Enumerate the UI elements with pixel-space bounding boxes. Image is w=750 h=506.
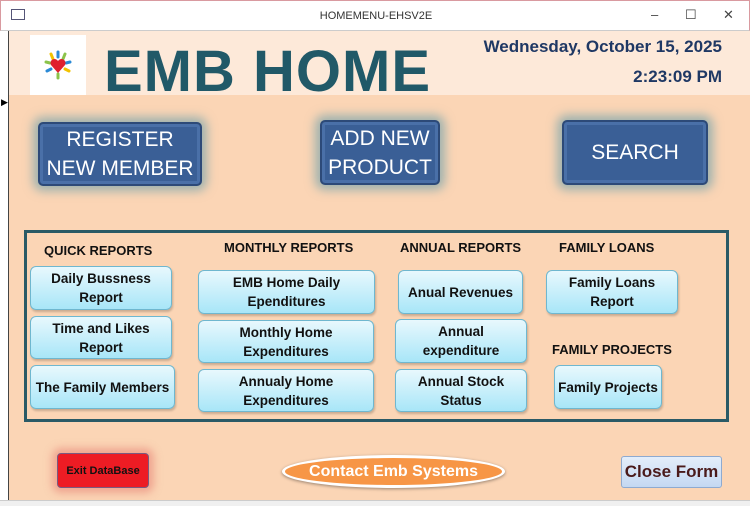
reports-panel — [24, 230, 729, 422]
window-title: HOMEMENU-EHSV2E — [319, 10, 433, 22]
annual-revenues-button[interactable]: Anual Revenues — [398, 270, 523, 314]
form-header — [8, 31, 750, 95]
exit-database-button[interactable]: Exit DataBase — [57, 453, 149, 488]
heart-logo-icon — [44, 50, 72, 80]
title-bar: HOMEMENU-EHSV2E – ☐ ✕ — [0, 0, 750, 31]
register-new-member-button[interactable]: REGISTER NEW MEMBER — [38, 122, 202, 186]
monthly-home-expenditures-button[interactable]: Monthly Home Expenditures — [198, 320, 374, 363]
family-members-button[interactable]: The Family Members — [30, 365, 175, 409]
daily-business-report-button[interactable]: Daily Bussness Report — [30, 266, 172, 310]
time-and-likes-report-button[interactable]: Time and Likes Report — [30, 316, 172, 359]
add-new-product-button[interactable]: ADD NEW PRODUCT — [320, 120, 440, 185]
family-projects-button[interactable]: Family Projects — [554, 365, 662, 409]
annual-reports-heading: ANNUAL REPORTS — [400, 240, 522, 255]
family-loans-heading: FAMILY LOANS — [559, 240, 655, 255]
monthly-reports-heading: MONTHLY REPORTS — [224, 240, 354, 255]
app-icon — [11, 9, 25, 20]
family-projects-heading: FAMILY PROJECTS — [552, 342, 672, 357]
record-selector[interactable]: ▶ — [0, 31, 9, 500]
app-title: EMB HOME — [104, 39, 431, 104]
annual-stock-status-button[interactable]: Annual Stock Status — [395, 369, 527, 412]
search-button[interactable]: SEARCH — [562, 120, 708, 185]
status-bar — [0, 500, 750, 506]
current-record-arrow-icon: ▶ — [1, 97, 8, 107]
minimize-button[interactable]: – — [651, 7, 659, 22]
contact-emb-systems-button[interactable]: Contact Emb Systems — [282, 455, 505, 488]
annual-expenditure-button[interactable]: Annual expenditure — [395, 319, 527, 363]
close-form-button[interactable]: Close Form — [621, 456, 722, 488]
current-time: 2:23:09 PM — [633, 67, 722, 86]
maximize-button[interactable]: ☐ — [685, 7, 697, 22]
close-window-button[interactable]: ✕ — [723, 7, 734, 22]
quick-reports-heading: QUICK REPORTS — [44, 243, 153, 258]
logo — [30, 35, 86, 95]
current-date: Wednesday, October 15, 2025 — [483, 37, 722, 56]
annualy-home-expenditures-button[interactable]: Annualy Home Expenditures — [198, 369, 374, 412]
emb-home-daily-expenditures-button[interactable]: EMB Home Daily Ependitures — [198, 270, 375, 314]
family-loans-report-button[interactable]: Family Loans Report — [546, 270, 678, 314]
